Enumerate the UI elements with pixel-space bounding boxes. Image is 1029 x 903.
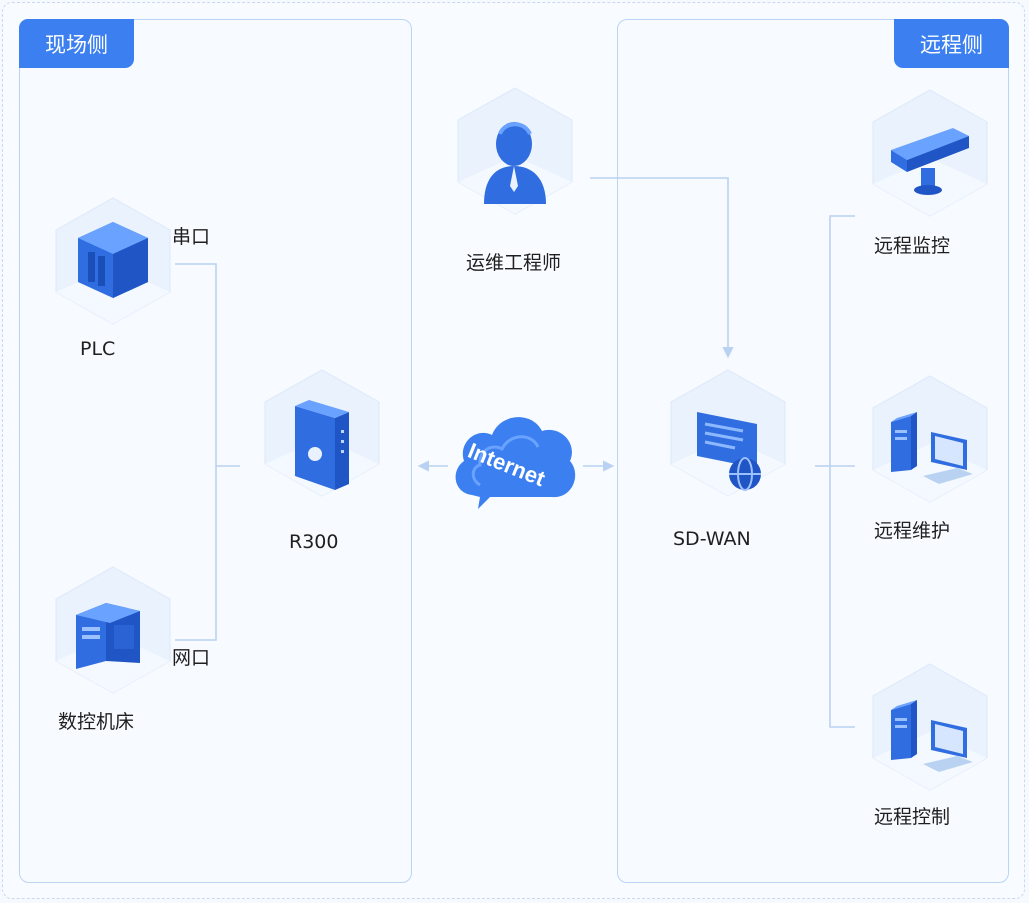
- remote-bracket-line: [829, 215, 855, 728]
- engineer-node: [450, 86, 580, 216]
- sdwan-node: [663, 368, 793, 498]
- r300-node: [257, 368, 387, 498]
- remote-monitor-node: [865, 88, 995, 218]
- cnc-machine-icon: [55, 566, 171, 694]
- remote-monitor-label: 远程监控: [874, 235, 951, 257]
- remote-maintain-label: 远程维护: [874, 520, 951, 542]
- plc-label: PLC: [80, 338, 116, 360]
- engineer-sdwan-arrow: [590, 177, 734, 359]
- plc-link-line: [175, 263, 217, 641]
- remote-control-label: 远程控制: [874, 806, 951, 828]
- router-icon: [264, 369, 380, 497]
- network-port-label: 网口: [172, 647, 211, 669]
- onsite-panel-title: 现场侧: [19, 19, 134, 68]
- desktop-computer-icon: [872, 375, 988, 503]
- sdwan-label: SD-WAN: [673, 528, 751, 550]
- desktop-computer-icon: [872, 663, 988, 791]
- remote-maintain-node: [865, 374, 995, 504]
- plc-node: [48, 196, 178, 326]
- cnc-node: [48, 565, 178, 695]
- cnc-label: 数控机床: [58, 711, 135, 733]
- sdwan-globe-icon: [670, 369, 786, 497]
- internet-cloud: [450, 405, 580, 515]
- r300-label: R300: [289, 531, 339, 553]
- remote-panel-title: 远程侧: [894, 19, 1009, 68]
- serial-port-label: 串口: [172, 226, 211, 248]
- engineer-label: 运维工程师: [466, 252, 562, 274]
- engineer-person-icon: [457, 87, 573, 215]
- plc-cabinet-icon: [55, 197, 171, 325]
- camera-icon: [872, 89, 988, 217]
- internet-cloud-icon: [455, 417, 576, 509]
- remote-control-node: [865, 662, 995, 792]
